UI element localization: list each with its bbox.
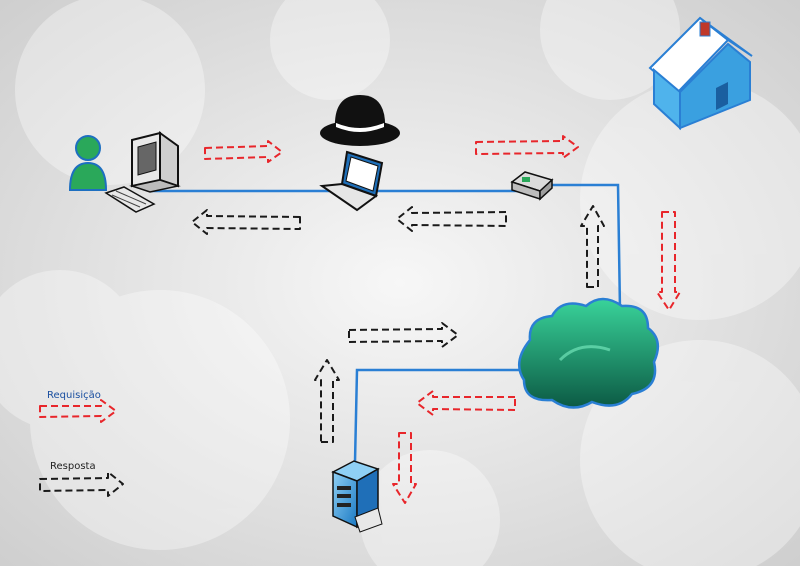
response-arrow-server-to-cloud-vertical — [314, 359, 340, 443]
internet-cloud-icon — [517, 297, 660, 409]
legend-request-arrow — [39, 399, 117, 423]
request-arrow-client-to-attacker — [204, 140, 283, 163]
server-icon — [331, 460, 383, 533]
black-hat-icon — [320, 95, 400, 146]
request-arrows — [39, 135, 681, 504]
user-icon — [68, 135, 108, 191]
legend-request-label: Requisição — [47, 390, 101, 401]
laptop-icon — [319, 150, 384, 212]
legend-response-label: Resposta — [50, 461, 96, 472]
house-icon — [648, 16, 753, 131]
link-cloud-server — [353, 368, 524, 464]
response-arrow-server-to-cloud-horizontal — [348, 322, 459, 348]
client-computer-icon — [104, 131, 181, 213]
router-icon — [510, 171, 554, 201]
response-arrow-cloud-to-router — [580, 205, 605, 288]
link-router-cloud — [546, 183, 622, 312]
response-arrow-attacker-to-client — [191, 209, 301, 235]
request-arrow-cloud-to-server-vertical — [392, 432, 417, 504]
request-arrow-cloud-to-server-horizontal — [416, 390, 516, 416]
legend: Requisição Resposta — [47, 390, 101, 472]
request-arrow-router-to-cloud — [656, 211, 681, 311]
legend-response-arrow — [39, 471, 124, 497]
response-arrows — [39, 205, 605, 497]
response-arrow-router-to-attacker — [396, 206, 507, 232]
